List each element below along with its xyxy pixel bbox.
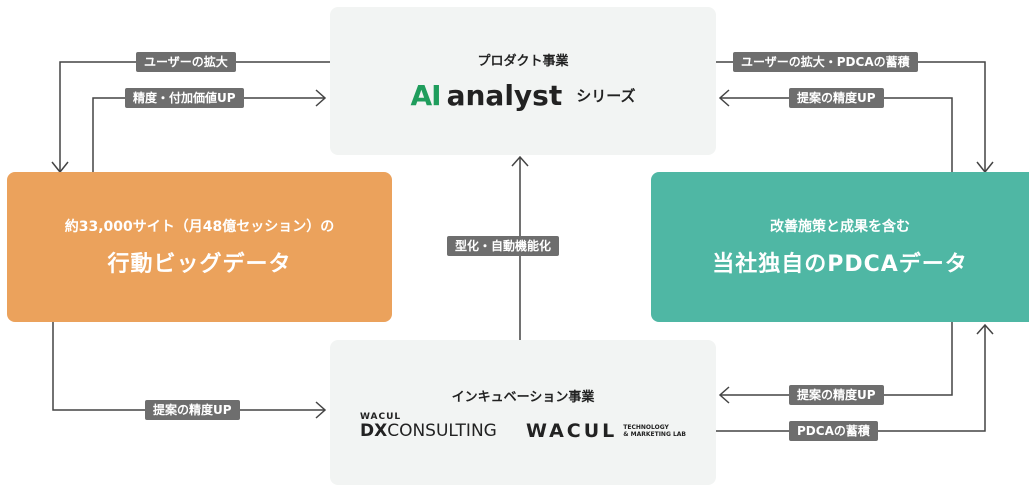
pdca-data-title: 当社独自のPDCAデータ xyxy=(712,252,968,277)
arrow-top-to-left xyxy=(59,61,330,172)
lab-logo-line1: TECHNOLOGY xyxy=(623,424,669,431)
behavior-data-subtitle: 約33,000サイト（月48億セッション）の xyxy=(64,219,335,235)
ai-analyst-logo: AI analyst シリーズ xyxy=(411,79,636,112)
incubation-business-title: インキュベーション事業 xyxy=(451,390,595,405)
series-text: シリーズ xyxy=(576,87,636,105)
behavior-data-box: 約33,000サイト（月48億セッション）の 行動ビッグデータ xyxy=(7,172,392,322)
label-proposal-accuracy-bottom-left: 提案の精度UP xyxy=(145,400,240,420)
label-proposal-accuracy-bottom-right: 提案の精度UP xyxy=(789,385,884,405)
pdca-data-box: 改善施策と成果を含む 当社独自のPDCAデータ xyxy=(651,172,1029,322)
arrow-bottom-to-right xyxy=(716,325,986,432)
logo-analyst-word: analyst xyxy=(446,79,563,112)
dx-consulting-logo: WACUL DXCONSULTING xyxy=(360,412,497,440)
arrow-left-to-top xyxy=(92,97,325,172)
logo-ai-mark: AI xyxy=(410,79,442,112)
label-user-expansion-pdca: ユーザーの拡大・PDCAの蓄積 xyxy=(733,52,918,72)
product-business-box: プロダクト事業 AI analyst シリーズ xyxy=(330,7,716,155)
dx-logo-wacul: WACUL xyxy=(360,412,402,422)
arrow-left-to-bottom xyxy=(52,322,325,411)
arrow-right-to-top xyxy=(720,97,953,172)
pdca-data-subtitle: 改善施策と成果を含む xyxy=(770,219,910,235)
dx-logo-word: CONSULTING xyxy=(387,421,497,441)
dx-logo-mark: DX xyxy=(360,421,388,441)
label-pdca-accumulation: PDCAの蓄積 xyxy=(789,421,878,441)
lab-logo-line2: & MARKETING LAB xyxy=(623,431,687,438)
product-business-title: プロダクト事業 xyxy=(477,54,569,69)
label-user-expansion: ユーザーの拡大 xyxy=(136,52,236,72)
incubation-business-box: インキュベーション事業 WACUL DXCONSULTING WACUL TEC… xyxy=(330,340,716,485)
behavior-data-title: 行動ビッグデータ xyxy=(107,252,292,277)
label-accuracy-value-up: 精度・付加価値UP xyxy=(125,88,244,108)
label-standardization: 型化・自動機能化 xyxy=(447,236,560,256)
lab-logo-wacul: WACUL xyxy=(526,420,618,442)
arrow-top-to-right xyxy=(716,61,986,172)
label-proposal-accuracy-top: 提案の精度UP xyxy=(789,88,884,108)
wacul-lab-logo: WACUL TECHNOLOGY & MARKETING LAB xyxy=(526,420,686,442)
